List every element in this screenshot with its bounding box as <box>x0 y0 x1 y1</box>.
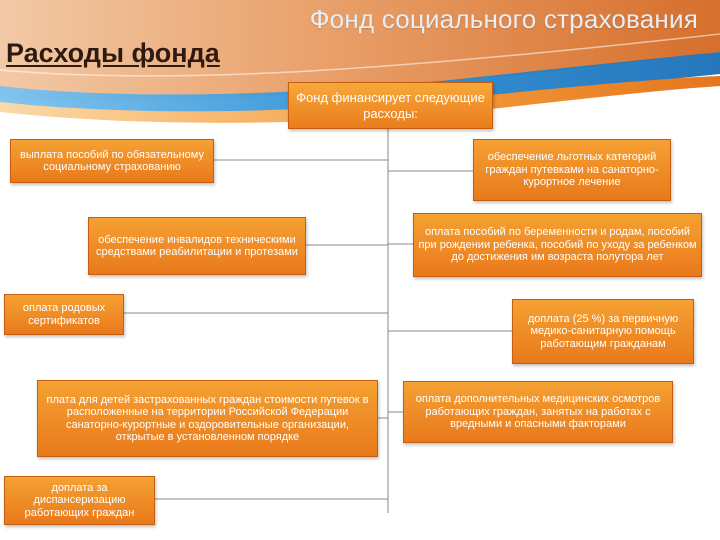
left-node-5: доплата за диспансеризацию работающих гр… <box>4 476 155 525</box>
left-node-3: оплата родовых сертификатов <box>4 294 124 335</box>
left-node-4: плата для детей застрахованных граждан с… <box>37 380 378 457</box>
section-title: Расходы фонда <box>6 38 220 68</box>
left-node-2: обеспечение инвалидов техническими средс… <box>88 217 306 275</box>
root-node: Фонд финансирует следующие расходы: <box>288 82 493 129</box>
page-header-title: Фонд социального страхования <box>309 4 698 34</box>
header-background <box>0 0 720 130</box>
right-node-1: обеспечение льготных категорий граждан п… <box>473 139 671 201</box>
right-node-3: доплата (25 %) за первичную медико-санит… <box>512 299 694 364</box>
left-node-1: выплата пособий по обязательному социаль… <box>10 139 214 183</box>
right-node-2: оплата пособий по беременности и родам, … <box>413 213 702 277</box>
right-node-4: оплата дополнительных медицинских осмотр… <box>403 381 673 443</box>
